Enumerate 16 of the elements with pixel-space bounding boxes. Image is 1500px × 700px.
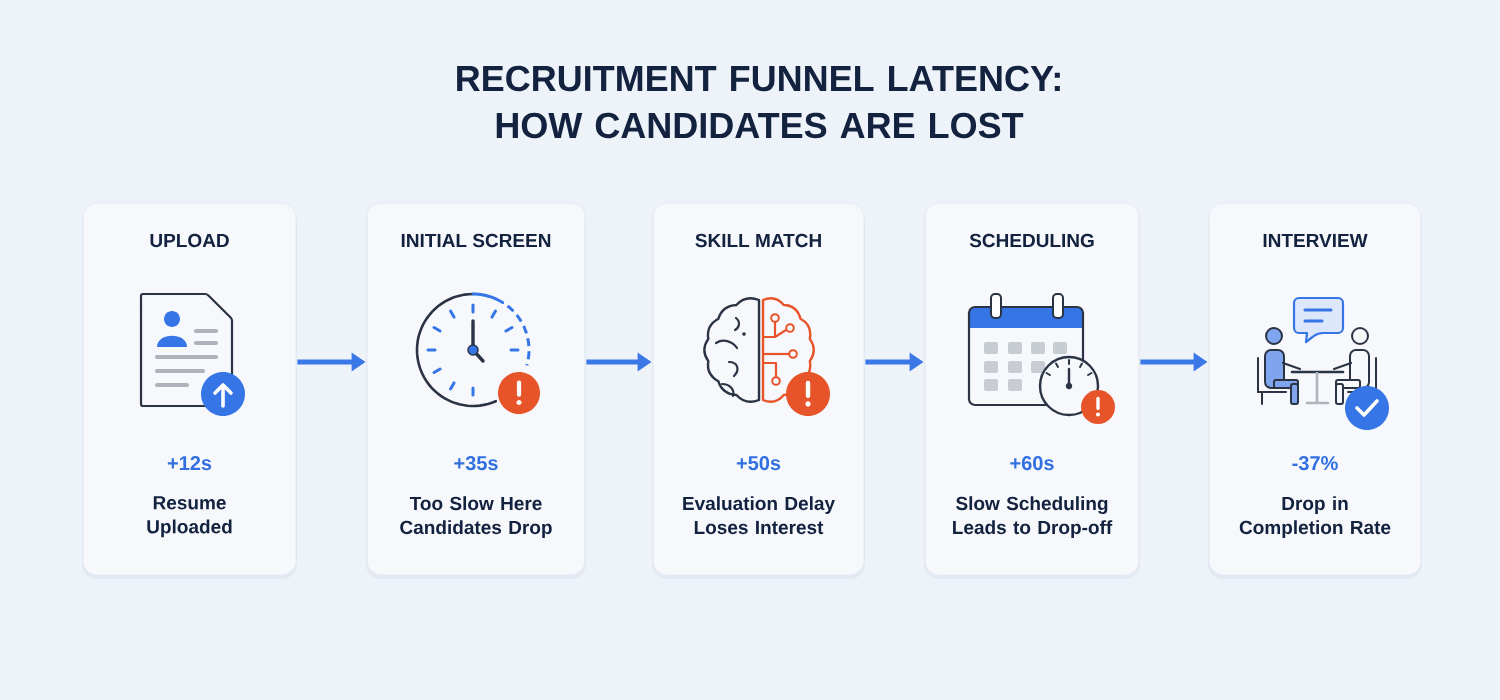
step-title: SCHEDULING xyxy=(969,233,1094,248)
step-description: Too Slow Here Candidates Drop xyxy=(400,496,552,538)
latency-value: +12s xyxy=(167,456,212,471)
step-title: SKILL MATCH xyxy=(695,233,821,248)
latency-value: +50s xyxy=(736,456,781,471)
step-title: INITIAL SCREEN xyxy=(401,233,551,248)
step-title: INTERVIEW xyxy=(1263,233,1368,247)
step-description: Slow Scheduling Leads to Drop-off xyxy=(953,496,1113,538)
latency-value: +35s xyxy=(454,456,498,471)
latency-value: +60s xyxy=(1010,456,1054,471)
step-description: Evaluation Delay Loses Interest xyxy=(683,496,835,535)
step-description: Resume Uploaded xyxy=(147,496,232,538)
step-title: UPLOAD xyxy=(150,233,229,248)
step-description: Drop in Completion Rate xyxy=(1239,496,1391,538)
title: RECRUITMENT FUNNEL LATENCY: HOW CANDIDATES ARE LOST xyxy=(457,65,1060,139)
latency-value: -37% xyxy=(1292,456,1338,471)
